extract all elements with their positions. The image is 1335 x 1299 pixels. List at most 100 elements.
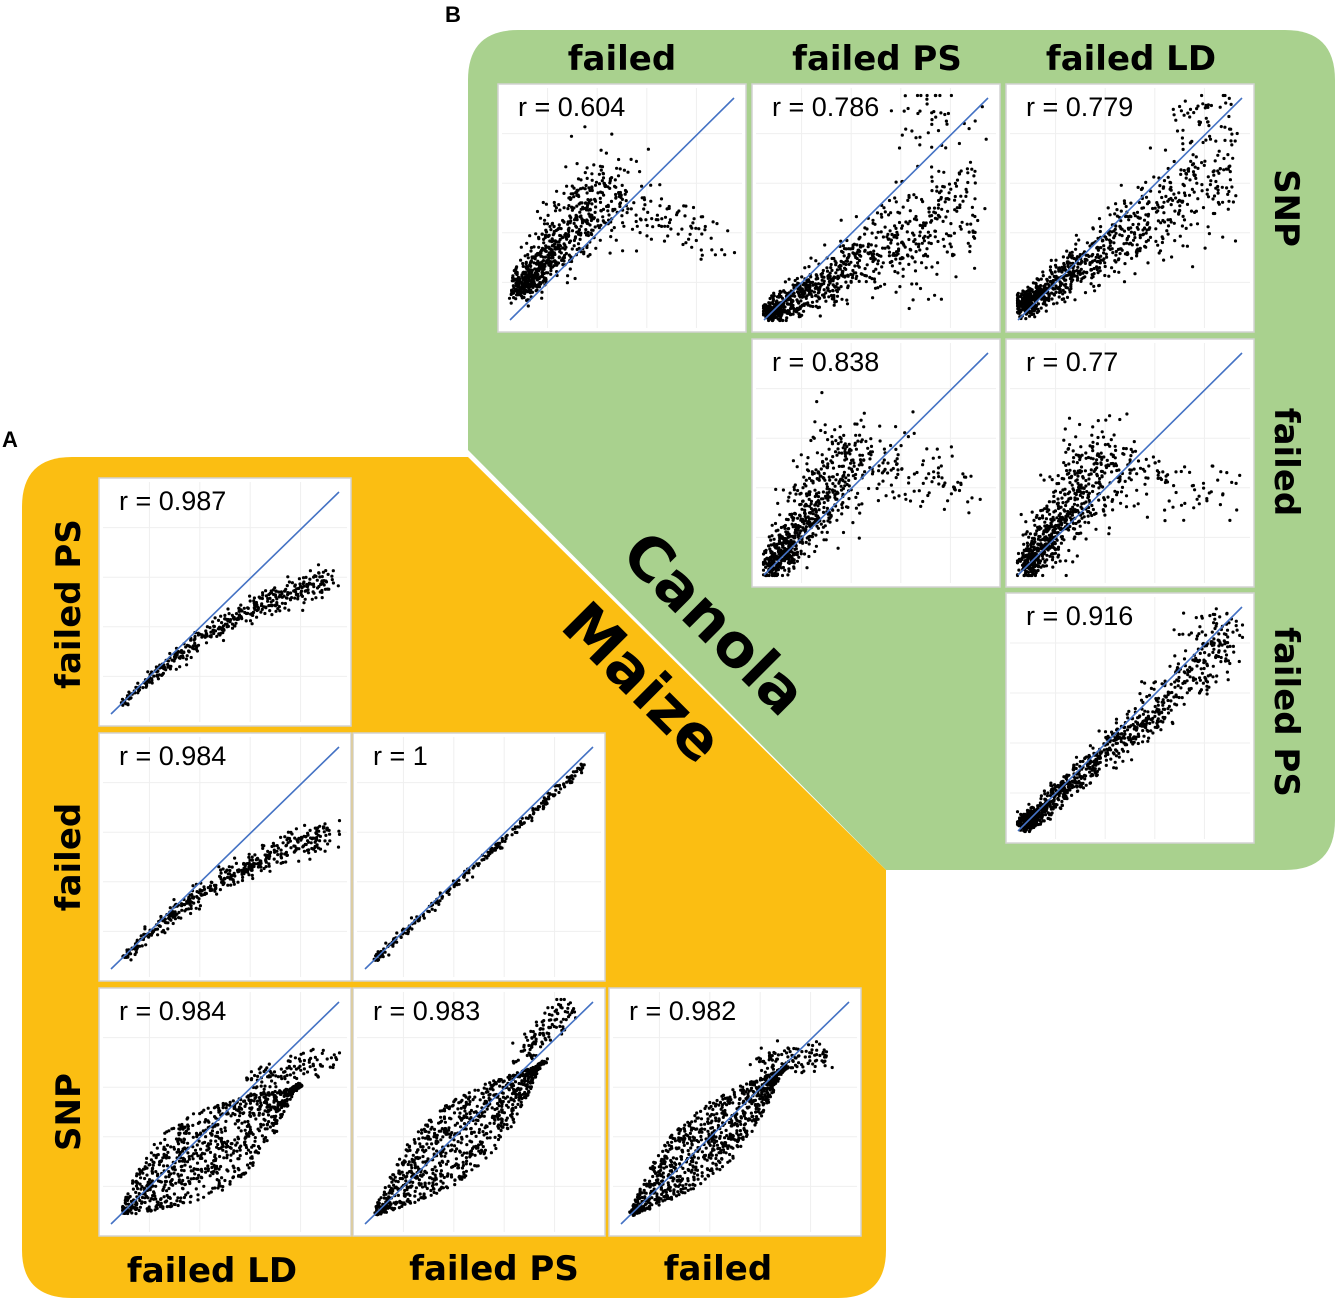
data-point: [930, 189, 934, 193]
data-point: [1212, 637, 1216, 641]
data-point: [565, 281, 570, 285]
data-point: [1190, 139, 1194, 143]
data-point: [841, 244, 846, 248]
data-point: [536, 284, 540, 288]
data-point: [642, 198, 647, 202]
data-point: [1023, 812, 1027, 816]
data-point: [795, 290, 800, 294]
data-point: [1039, 797, 1043, 801]
data-point: [1064, 282, 1068, 286]
data-point: [1122, 242, 1126, 246]
data-point: [538, 216, 543, 220]
data-point: [1224, 653, 1229, 657]
data-point: [1039, 306, 1043, 310]
data-point: [1102, 251, 1106, 255]
data-point: [921, 481, 925, 485]
data-points: [507, 125, 737, 308]
data-point: [1188, 178, 1192, 182]
data-point: [781, 565, 786, 570]
data-point: [818, 474, 822, 478]
data-point: [1079, 279, 1083, 283]
data-point: [822, 282, 826, 286]
data-point: [863, 249, 867, 253]
data-point: [851, 458, 855, 462]
data-point: [613, 178, 617, 182]
data-point: [783, 280, 788, 284]
data-point: [1226, 678, 1230, 682]
data-point: [1219, 125, 1223, 129]
data-point: [571, 192, 575, 196]
data-point: [1095, 466, 1099, 470]
data-point: [1016, 291, 1020, 295]
data-point: [662, 239, 667, 243]
data-point: [1044, 303, 1048, 307]
data-point: [774, 568, 778, 573]
data-point: [1077, 519, 1081, 523]
plot-grid: [502, 88, 742, 328]
data-point: [1177, 675, 1181, 680]
data-point: [781, 318, 785, 323]
data-point: [1065, 249, 1069, 253]
data-point: [1078, 422, 1082, 427]
data-point: [793, 483, 797, 487]
data-point: [841, 474, 845, 478]
data-point: [1095, 472, 1099, 476]
data-point: [1099, 484, 1103, 488]
data-point: [1143, 482, 1147, 486]
data-point: [646, 147, 651, 151]
data-point: [842, 254, 846, 258]
data-point: [1228, 170, 1232, 174]
data-point: [710, 248, 714, 252]
data-point: [827, 475, 831, 479]
data-point: [1166, 199, 1170, 203]
scatter-cell-b-failed-vs-failed-ld: r = 0.77: [1005, 338, 1255, 588]
data-point: [523, 292, 527, 296]
data-point: [1135, 254, 1139, 258]
data-point: [874, 236, 878, 240]
data-point: [1189, 209, 1194, 213]
data-point: [1191, 265, 1195, 269]
data-point: [1147, 464, 1151, 468]
data-point: [1041, 516, 1045, 520]
data-point: [810, 294, 814, 299]
data-point: [853, 253, 857, 257]
data-point: [787, 567, 791, 571]
data-point: [960, 220, 964, 224]
data-point: [1078, 262, 1082, 266]
data-point: [901, 256, 905, 260]
data-point: [1031, 806, 1035, 810]
data-point: [1030, 510, 1034, 514]
data-point: [1221, 235, 1225, 239]
data-point: [660, 217, 664, 221]
data-point: [857, 258, 862, 263]
data-point: [1109, 438, 1113, 442]
data-point: [903, 94, 907, 98]
data-point: [897, 247, 901, 251]
data-point: [770, 534, 774, 538]
data-point: [574, 224, 578, 228]
data-point: [1157, 470, 1161, 475]
data-point: [1213, 159, 1217, 163]
data-point: [814, 282, 818, 286]
data-point: [937, 191, 942, 195]
data-point: [1031, 545, 1035, 549]
data-point: [933, 211, 938, 215]
data-point: [1207, 232, 1211, 236]
data-point: [929, 220, 933, 224]
data-point: [799, 552, 803, 556]
data-point: [663, 215, 668, 219]
data-point: [894, 226, 898, 230]
data-point: [1139, 698, 1144, 702]
data-point: [964, 187, 968, 191]
data-point: [942, 507, 947, 511]
data-point: [1044, 535, 1048, 539]
data-point: [1058, 526, 1062, 530]
data-point: [1056, 506, 1061, 511]
data-point: [844, 280, 848, 284]
data-point: [916, 111, 920, 116]
data-point: [1142, 226, 1147, 230]
data-point: [1177, 191, 1181, 195]
data-point: [904, 497, 908, 501]
data-point: [919, 504, 923, 508]
data-point: [798, 492, 802, 496]
